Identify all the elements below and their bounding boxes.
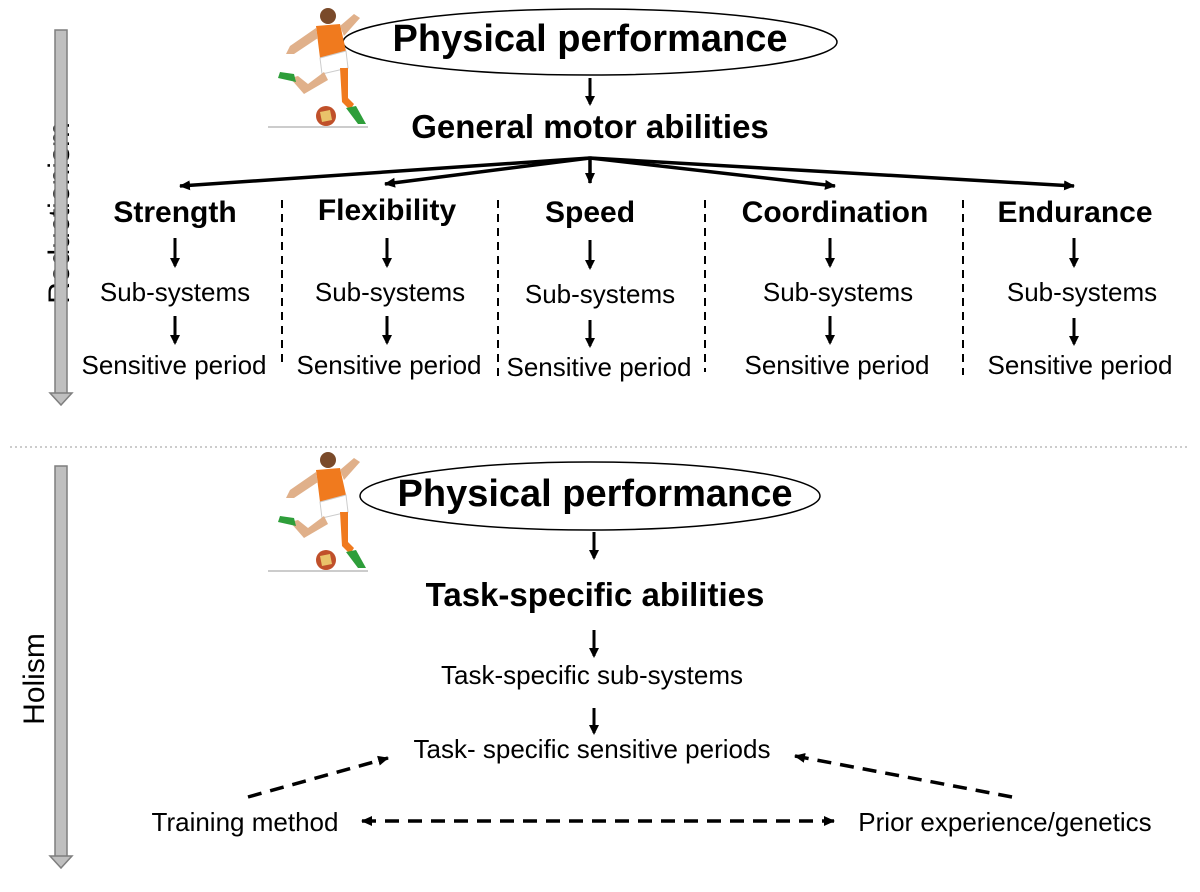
ability-subsystems: Sub-systems: [99, 277, 251, 307]
bottom-title: Physical performance: [397, 473, 793, 515]
ability-subsystems: Sub-systems: [1006, 277, 1158, 307]
bottom-title-ellipse: [359, 461, 821, 531]
ability-sensitive-period: Sensitive period: [81, 350, 267, 380]
prior-experience-label: Prior experience/genetics: [858, 807, 1152, 837]
ability-sensitive-period: Sensitive period: [506, 352, 692, 382]
reductionism-arrow: [48, 29, 74, 407]
ability-subsystems: Sub-systems: [762, 277, 914, 307]
top-title: Physical performance: [392, 18, 788, 60]
ability-subsystems: Sub-systems: [524, 279, 676, 309]
ability-name: Strength: [113, 196, 237, 229]
ability-subsystems: Sub-systems: [314, 277, 466, 307]
ability-name: Endurance: [997, 196, 1153, 229]
bottom-subtitle: Task-specific abilities: [425, 576, 765, 613]
soccer-player-icon: [268, 8, 368, 128]
ability-sensitive-period: Sensitive period: [296, 350, 482, 380]
task-specific-subsystems: Task-specific sub-systems: [441, 660, 743, 690]
ability-sensitive-period: Sensitive period: [987, 350, 1173, 380]
task-specific-sensitive-periods: Task- specific sensitive periods: [413, 734, 771, 764]
factor-dashed-arrows: [247, 752, 1013, 826]
column-separators: [281, 200, 964, 378]
training-method-label: Training method: [151, 807, 339, 837]
ability-name: Flexibility: [317, 194, 457, 227]
soccer-player-icon: [268, 452, 368, 572]
holism-arrow: [48, 465, 74, 870]
ability-sensitive-period: Sensitive period: [744, 350, 930, 380]
top-subtitle: General motor abilities: [411, 108, 769, 145]
ability-name: Speed: [544, 196, 636, 229]
ability-name: Coordination: [741, 196, 929, 229]
fan-arrows: [179, 156, 1075, 191]
column-arrows: [170, 238, 1079, 348]
